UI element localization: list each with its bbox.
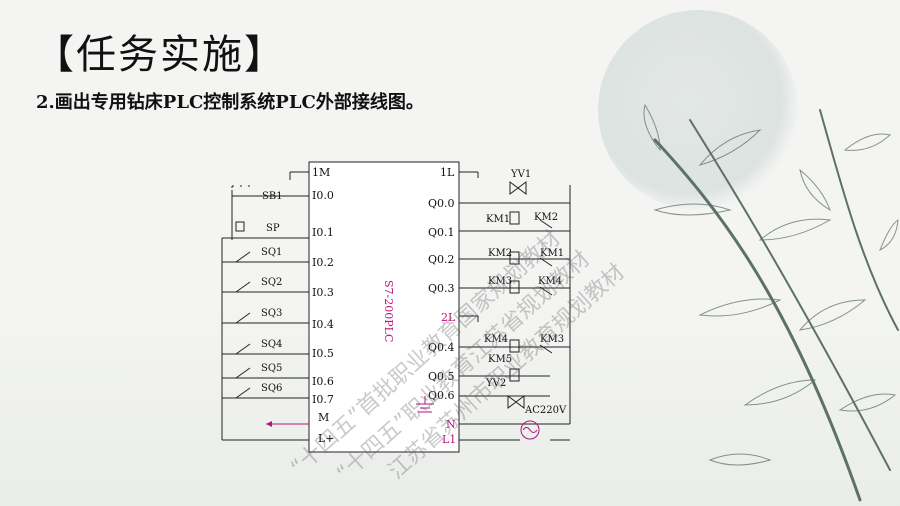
terminal-2l: 2L: [441, 311, 456, 324]
input-label-sq3: SQ3: [261, 308, 282, 319]
output-label-km1-coil: KM1: [486, 214, 510, 225]
terminal-q0-5: Q0.5: [428, 370, 455, 383]
terminal-l1: L1: [442, 433, 456, 446]
output-label-km1-interlock: KM1: [540, 248, 564, 259]
input-wiring: [221, 171, 309, 441]
terminal-i0-2: I0.2: [312, 256, 334, 269]
ac-wave-icon: [522, 427, 538, 433]
input-label-sp: SP: [266, 223, 280, 234]
terminal-q0-2: Q0.2: [428, 253, 455, 266]
terminal-q0-3: Q0.3: [428, 282, 455, 295]
output-label-km3-coil: KM3: [488, 276, 512, 287]
slide-title: 【任务实施】: [34, 32, 286, 78]
output-label-km4-coil: KM4: [484, 334, 508, 345]
input-label-sq4: SQ4: [261, 339, 282, 350]
output-label-yv2: YV2: [485, 378, 506, 389]
output-label-km4-interlock: KM4: [538, 276, 562, 287]
terminal-lplus: L+: [318, 432, 335, 445]
terminal-i0-0: I0.0: [312, 189, 334, 202]
terminal-q0-4: Q0.4: [428, 341, 455, 354]
terminal-i0-5: I0.5: [312, 347, 334, 360]
terminal-q0-6: Q0.6: [428, 389, 455, 402]
terminal-1m: 1M: [312, 166, 330, 179]
terminal-i0-1: I0.1: [312, 226, 334, 239]
terminal-i0-7: I0.7: [312, 393, 334, 406]
output-label-km3-interlock: KM3: [540, 334, 564, 345]
terminal-q0-0: Q0.0: [428, 197, 455, 210]
bamboo-decoration: [643, 103, 899, 502]
terminal-i0-3: I0.3: [312, 286, 334, 299]
terminal-q0-1: Q0.1: [428, 226, 455, 239]
terminal-i0-6: I0.6: [312, 375, 334, 388]
output-label-ac220v: AC220V: [524, 405, 567, 416]
plc-model-label: S7-200PLC: [382, 280, 395, 342]
m-ground-arrow: [266, 421, 272, 427]
input-label-sq5: SQ5: [261, 363, 282, 374]
input-label-sq1: SQ1: [261, 247, 282, 258]
output-label-km2-coil: KM2: [488, 248, 512, 259]
output-label-km5: KM5: [488, 354, 512, 365]
input-label-sq6: SQ6: [261, 383, 282, 394]
background-moon: [598, 10, 798, 210]
output-label-km2-interlock: KM2: [534, 212, 558, 223]
ac-supply-symbol: [520, 420, 540, 440]
input-label-sb1: SB1: [262, 191, 283, 202]
terminal-m: M: [318, 411, 329, 424]
terminal-i0-4: I0.4: [312, 318, 334, 331]
output-label-yv1: YV1: [510, 169, 531, 180]
terminal-n: N: [446, 418, 456, 431]
output-wiring: [459, 171, 571, 441]
input-label-sq2: SQ2: [261, 277, 282, 288]
terminal-1l: 1L: [440, 166, 455, 179]
slide-subtitle: 2.画出专用钻床PLC控制系统PLC外部接线图。: [36, 92, 424, 113]
